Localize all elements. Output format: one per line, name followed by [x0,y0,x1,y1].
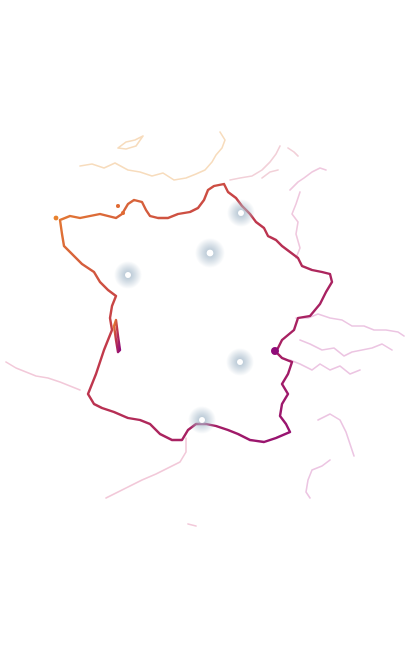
lyon-marker[interactable] [226,348,254,376]
neighbor-borders [5,131,405,527]
france-border [58,182,334,444]
uk-coastline [79,131,226,181]
city-markers [114,199,255,434]
lille-marker[interactable] [227,199,255,227]
atlantic-island [112,318,122,354]
belgium-border [229,145,299,181]
lake-dot [271,347,279,355]
spain-border [5,361,197,527]
island-dot-2 [116,204,120,208]
germany-border [289,167,327,259]
paris-marker[interactable] [195,238,225,268]
marseille-marker[interactable] [188,406,216,434]
island-dot-1 [53,215,59,221]
nantes-marker[interactable] [114,261,142,289]
swiss-italy-border [289,313,405,499]
island-dot-3 [121,211,125,215]
france-outline [53,182,334,444]
